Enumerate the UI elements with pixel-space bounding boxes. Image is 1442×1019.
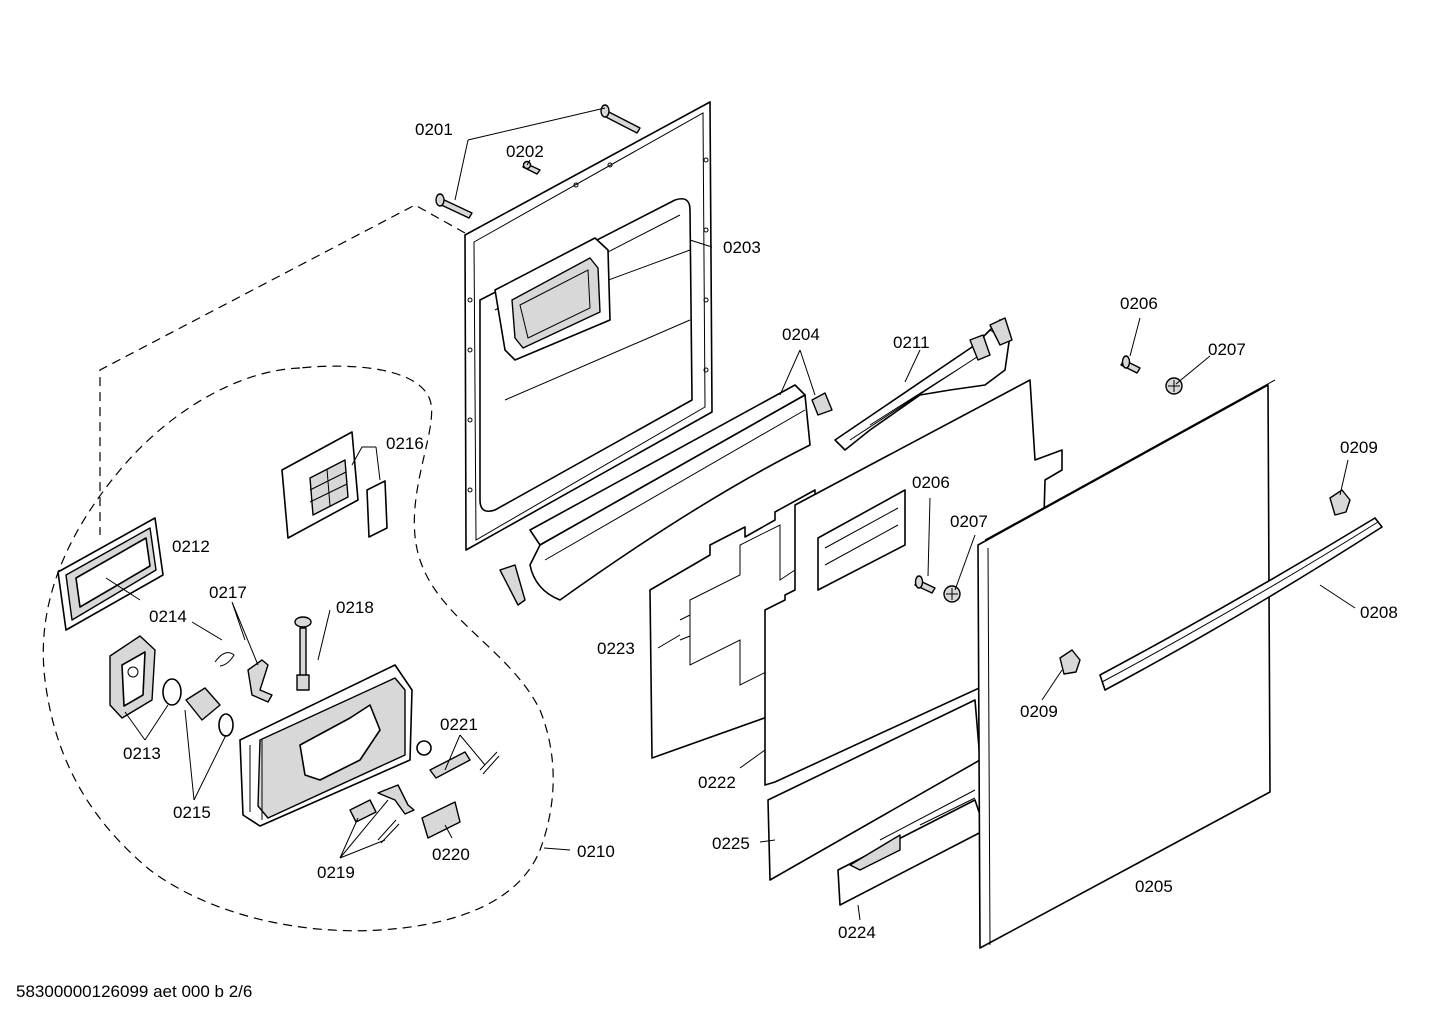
label-0209-left: 0209 <box>1020 702 1058 721</box>
leader-lines <box>105 107 1356 921</box>
label-0220: 0220 <box>432 845 470 864</box>
label-0216: 0216 <box>386 434 424 453</box>
dispenser-housing-0210 <box>239 664 413 827</box>
screw-0206-top <box>1120 355 1141 374</box>
rail-0204 <box>499 384 833 606</box>
label-0225: 0225 <box>712 834 750 853</box>
label-0201: 0201 <box>415 120 453 139</box>
ring-0214 <box>162 678 182 706</box>
label-0213: 0213 <box>123 744 161 763</box>
part-0219 <box>349 784 415 844</box>
nut-0207-mid <box>943 585 961 603</box>
hinge-bracket-0211 <box>834 317 1013 451</box>
label-0207-mid: 0207 <box>950 512 988 531</box>
bottom-trim-0224 <box>837 789 986 906</box>
label-0222: 0222 <box>698 773 736 792</box>
screw-0202 <box>522 160 541 175</box>
label-0202: 0202 <box>506 142 544 161</box>
label-0214: 0214 <box>149 607 187 626</box>
handle-0208 <box>1099 517 1383 691</box>
switch-0220 <box>421 801 461 839</box>
label-0209-right: 0209 <box>1340 438 1378 457</box>
screw-0206-mid <box>914 575 936 594</box>
part-labels: 0201 0202 0203 0204 0211 0206 0207 0209 … <box>123 120 1398 942</box>
label-0221: 0221 <box>440 715 478 734</box>
document-reference: 58300000126099 aet 000 b 2/6 <box>16 982 252 1001</box>
filter-0216 <box>281 431 388 539</box>
inner-door-panel-0203 <box>464 101 713 551</box>
label-0223: 0223 <box>597 639 635 658</box>
label-0224: 0224 <box>838 923 876 942</box>
screw-0201-left <box>435 193 473 219</box>
label-0212: 0212 <box>172 537 210 556</box>
knob-0209-left <box>1059 649 1081 675</box>
label-0205: 0205 <box>1135 877 1173 896</box>
label-0206-top: 0206 <box>1120 294 1158 313</box>
label-0217: 0217 <box>209 583 247 602</box>
part-0221 <box>416 740 500 779</box>
label-0206-mid: 0206 <box>912 473 950 492</box>
housing-0213 <box>109 635 156 719</box>
label-0211: 0211 <box>893 333 930 352</box>
label-0215: 0215 <box>173 803 211 822</box>
guide-dashed-line <box>99 204 466 535</box>
label-0218: 0218 <box>336 598 374 617</box>
label-0204: 0204 <box>782 325 820 344</box>
frame-0212 <box>57 517 164 631</box>
label-0207-top: 0207 <box>1208 340 1246 359</box>
knob-0209-right <box>1329 489 1351 516</box>
valve-0218 <box>294 616 312 691</box>
screw-0201-top <box>600 104 641 134</box>
label-0203: 0203 <box>723 238 761 257</box>
assembly-0210-outline <box>42 365 554 932</box>
label-0208: 0208 <box>1360 603 1398 622</box>
lever-0217 <box>214 652 273 703</box>
pipe-0215 <box>185 687 234 737</box>
label-0219: 0219 <box>317 863 355 882</box>
label-0210: 0210 <box>577 842 615 861</box>
